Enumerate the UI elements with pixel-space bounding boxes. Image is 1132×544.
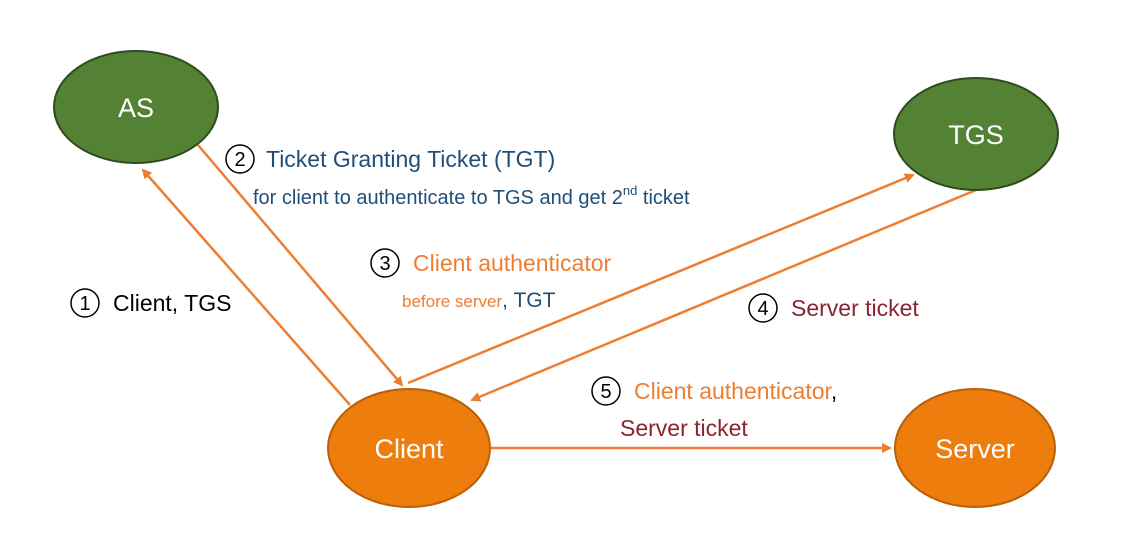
step-2-subtitle: for client to authenticate to TGS and ge…	[253, 183, 690, 209]
step-2-number: 2	[234, 149, 245, 171]
node-server: Server	[894, 388, 1056, 508]
step-3-number: 3	[379, 253, 390, 275]
step-5-title: Client authenticator,	[634, 378, 837, 404]
step-2: 2 Ticket Granting Ticket (TGT) for clien…	[225, 144, 690, 209]
step-3: 3 Client authenticator before server, TG…	[370, 248, 612, 312]
node-as-label: AS	[118, 93, 154, 123]
node-as: AS	[53, 50, 219, 164]
step-1: 1 Client, TGS	[70, 288, 231, 318]
step-3-subtitle: before server, TGT	[402, 289, 556, 312]
arrow-client-to-as	[141, 168, 351, 406]
arrow-as-to-client	[197, 144, 404, 387]
step-4: 4 Server ticket	[748, 293, 919, 323]
step-5: 5 Client authenticator, Server ticket	[591, 376, 837, 441]
step-1-label: Client, TGS	[113, 290, 231, 316]
step-4-label: Server ticket	[791, 295, 919, 321]
node-client-label: Client	[374, 434, 444, 464]
arrow-client-to-tgs	[407, 173, 915, 385]
step-2-title: Ticket Granting Ticket (TGT)	[266, 146, 555, 172]
step-5-subtitle: Server ticket	[620, 415, 748, 441]
step-1-number: 1	[79, 293, 90, 315]
node-tgs: TGS	[893, 77, 1059, 191]
node-tgs-label: TGS	[948, 120, 1004, 150]
node-client: Client	[327, 388, 491, 508]
step-4-number: 4	[757, 298, 768, 320]
step-5-number: 5	[600, 381, 611, 403]
step-3-title: Client authenticator	[413, 250, 612, 276]
arrow-tgs-to-client	[470, 188, 977, 402]
node-server-label: Server	[935, 434, 1015, 464]
